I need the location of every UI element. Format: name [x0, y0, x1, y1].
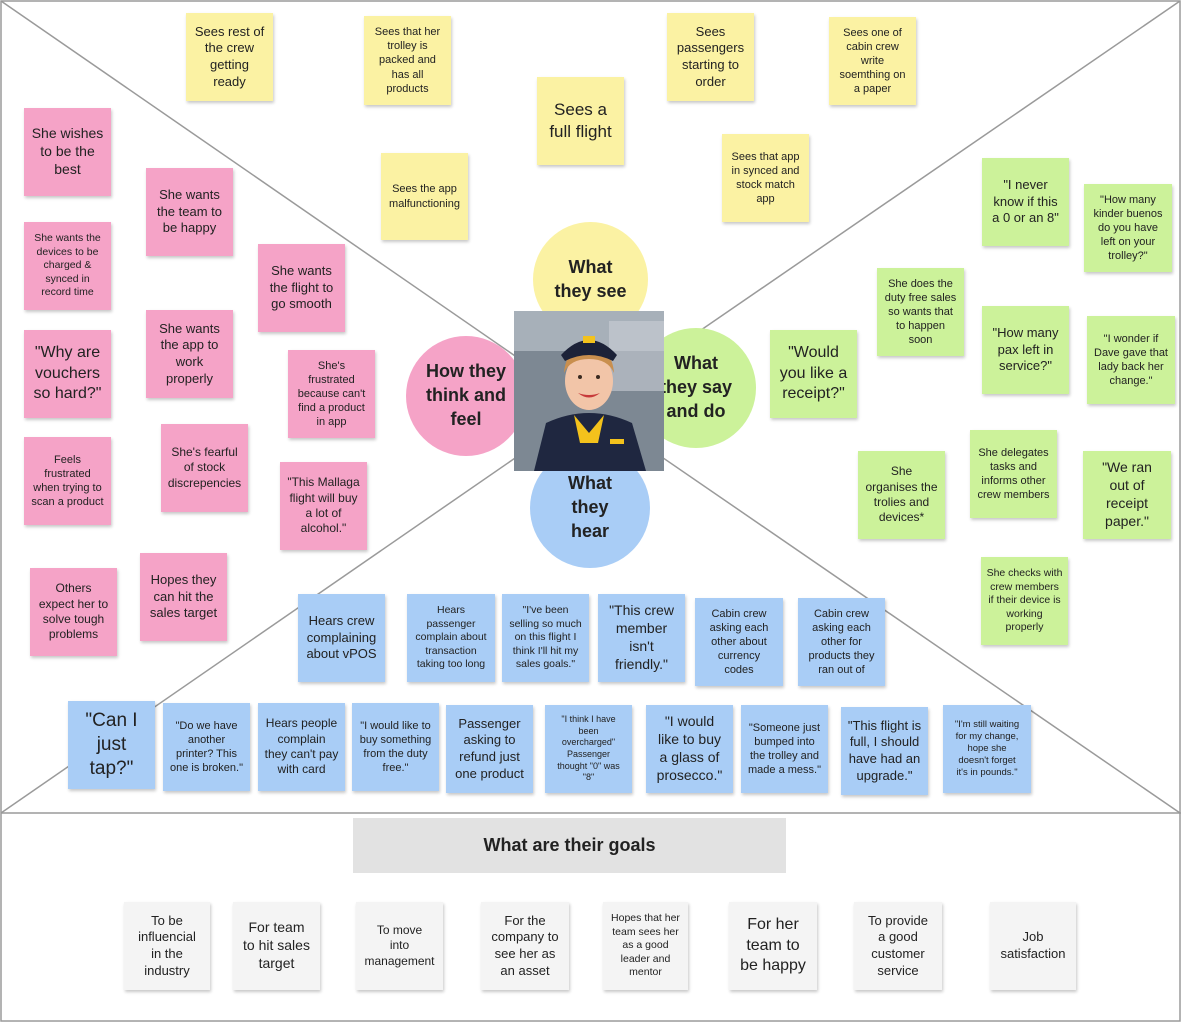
hear-note[interactable]: "I'm still waiting for my change, hope s…: [943, 705, 1031, 793]
think-note[interactable]: She's frustrated because can't find a pr…: [288, 350, 375, 438]
say-note[interactable]: "I never know if this a 0 or an 8": [982, 158, 1069, 246]
think-note[interactable]: She's fearful of stock discrepencies: [161, 424, 248, 512]
goal-note[interactable]: To move into management: [356, 902, 443, 990]
hear-note[interactable]: "This crew member isn't friendly.": [598, 594, 685, 682]
persona-illustration: [514, 311, 664, 471]
think-note[interactable]: She wants the flight to go smooth: [258, 244, 345, 332]
think-note[interactable]: Hopes they can hit the sales target: [140, 553, 227, 641]
think-note[interactable]: Feels frustrated when trying to scan a p…: [24, 437, 111, 525]
hear-note[interactable]: Cabin crew asking each other for product…: [798, 598, 885, 686]
goal-note[interactable]: For her team to be happy: [729, 902, 817, 990]
goal-note[interactable]: To provide a good customer service: [854, 902, 942, 990]
see-note[interactable]: Sees the app malfunctioning: [381, 153, 468, 240]
goals-banner: What are their goals: [353, 818, 786, 873]
think-note[interactable]: "Why are vouchers so hard?": [24, 330, 111, 418]
hear-note[interactable]: Hears passenger complain about transacti…: [407, 594, 495, 682]
think-note[interactable]: She wants the devices to be charged & sy…: [24, 222, 111, 310]
think-note[interactable]: Others expect her to solve tough problem…: [30, 568, 117, 656]
see-note[interactable]: Sees passengers starting to order: [667, 13, 754, 101]
think-circle: How they think and feel: [406, 336, 526, 456]
persona-photo: [514, 311, 664, 471]
say-note[interactable]: She delegates tasks and informs other cr…: [970, 430, 1057, 518]
say-note[interactable]: "I wonder if Dave gave that lady back he…: [1087, 316, 1175, 404]
hear-note[interactable]: "Someone just bumped into the trolley an…: [741, 705, 828, 793]
say-note[interactable]: She organises the trolies and devices*: [858, 451, 945, 539]
hear-note[interactable]: "This flight is full, I should have had …: [841, 707, 928, 795]
see-note[interactable]: Sees that app in synced and stock match …: [722, 134, 809, 222]
say-note[interactable]: "How many kinder buenos do you have left…: [1084, 184, 1172, 272]
see-note[interactable]: Sees a full flight: [537, 77, 624, 165]
say-note[interactable]: She checks with crew members if their de…: [981, 557, 1068, 645]
goal-note[interactable]: To be influencial in the industry: [124, 902, 210, 990]
say-note[interactable]: "How many pax left in service?": [982, 306, 1069, 394]
hear-note[interactable]: Hears crew complaining about vPOS: [298, 594, 385, 682]
think-note[interactable]: She wants the team to be happy: [146, 168, 233, 256]
hear-note[interactable]: "I would like to buy something from the …: [352, 703, 439, 791]
hear-note[interactable]: "Do we have another printer? This one is…: [163, 703, 250, 791]
think-note[interactable]: She wants the app to work properly: [146, 310, 233, 398]
hear-note[interactable]: Cabin crew asking each other about curre…: [695, 598, 783, 686]
say-note[interactable]: "Would you like a receipt?": [770, 330, 857, 418]
say-note[interactable]: "We ran out of receipt paper.": [1083, 451, 1171, 539]
hear-note[interactable]: "I think I have been overcharged" Passen…: [545, 705, 632, 793]
see-note[interactable]: Sees that her trolley is packed and has …: [364, 16, 451, 105]
diagonal-top-left: [0, 0, 590, 408]
hear-note[interactable]: Passenger asking to refund just one prod…: [446, 705, 533, 793]
goal-note[interactable]: For team to hit sales target: [233, 902, 320, 990]
see-note[interactable]: Sees one of cabin crew write soemthing o…: [829, 17, 916, 105]
hear-note[interactable]: "I've been selling so much on this fligh…: [502, 594, 589, 682]
hear-note[interactable]: Hears people complain they can't pay wit…: [258, 703, 345, 791]
see-note[interactable]: Sees rest of the crew getting ready: [186, 13, 273, 101]
think-note[interactable]: "This Mallaga flight will buy a lot of a…: [280, 462, 367, 550]
goal-note[interactable]: Job satisfaction: [990, 902, 1076, 990]
say-note[interactable]: She does the duty free sales so wants th…: [877, 268, 964, 356]
goal-note[interactable]: Hopes that her team sees her as a good l…: [603, 902, 688, 990]
goal-note[interactable]: For the company to see her as an asset: [481, 902, 569, 990]
hear-note[interactable]: "I would like to buy a glass of prosecco…: [646, 705, 733, 793]
hear-note[interactable]: "Can I just tap?": [68, 701, 155, 789]
think-note[interactable]: She wishes to be the best: [24, 108, 111, 196]
